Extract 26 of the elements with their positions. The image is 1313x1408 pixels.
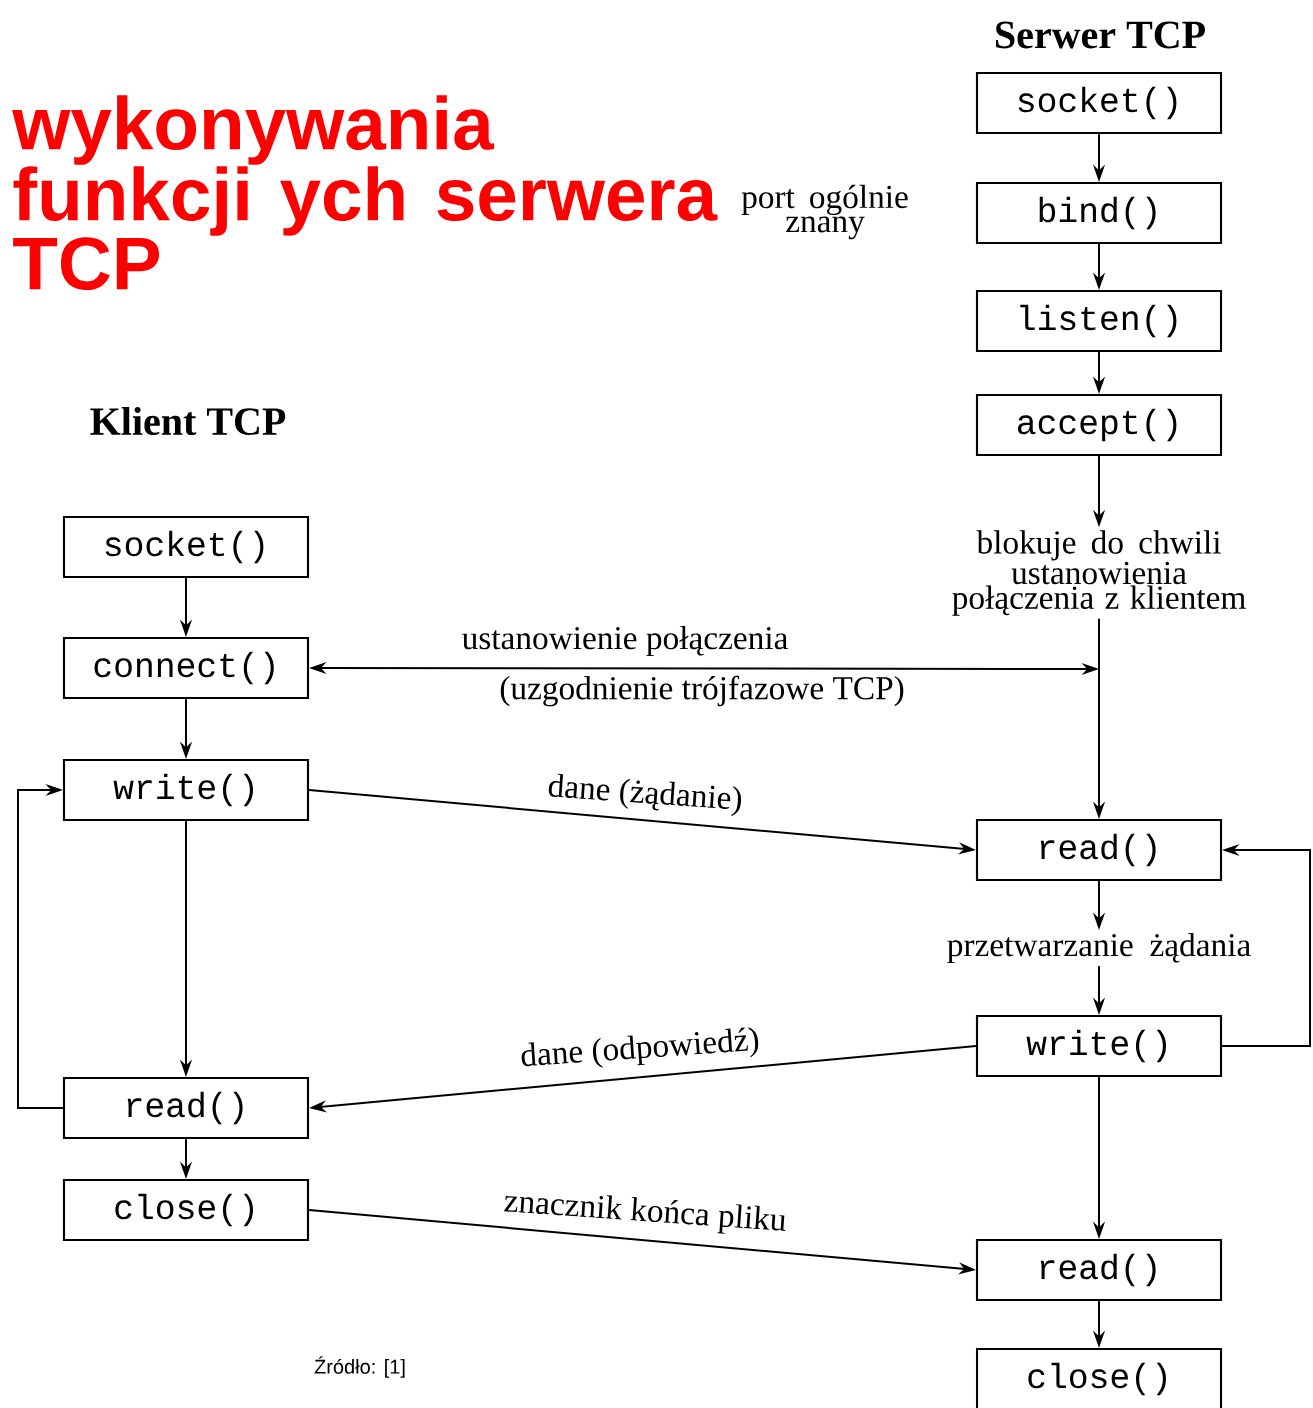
function-box: listen() — [975, 289, 1223, 353]
annotation-text: port ogólnie znany — [741, 184, 908, 240]
function-box: write() — [975, 1014, 1223, 1078]
function-box: read() — [975, 818, 1223, 882]
edge-label: znacznik końca pliku — [501, 1186, 789, 1240]
function-box: socket() — [62, 515, 310, 579]
function-box: accept() — [975, 393, 1223, 457]
title: wykonywania funkcji ych serwera TCP — [12, 95, 718, 290]
source-note: Źródło: [1] — [312, 1354, 408, 1380]
function-box: bind() — [975, 181, 1223, 245]
edge-label: dane (żądanie) — [545, 771, 745, 819]
column-heading: Klient TCP — [88, 405, 288, 437]
annotation-text: (uzgodnienie trójfazowe TCP) — [497, 674, 907, 708]
function-box: read() — [62, 1076, 310, 1140]
function-box: write() — [62, 758, 310, 822]
edge-label: ustanowienie połączenia — [460, 624, 790, 658]
edge-label: dane (odpowiedź) — [517, 1025, 763, 1075]
arrow — [17, 783, 64, 1109]
function-box: socket() — [975, 71, 1223, 135]
function-box: close() — [62, 1178, 310, 1242]
column-heading: Serwer TCP — [992, 20, 1208, 50]
annotation-text: przetwarzanie żądania — [947, 932, 1251, 964]
function-box: read() — [975, 1238, 1223, 1302]
function-box: close() — [975, 1347, 1223, 1408]
annotation-text: blokuje do chwili ustanowienia połączenia z klientem — [952, 530, 1246, 616]
function-box: connect() — [62, 636, 310, 700]
